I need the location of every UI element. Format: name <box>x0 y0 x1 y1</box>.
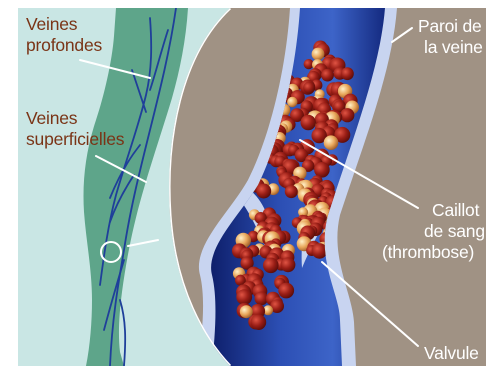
label-clot-line1: Caillot <box>382 200 485 221</box>
clot-cell <box>287 97 297 107</box>
clot-cell <box>303 82 315 94</box>
clot-cell <box>314 162 330 178</box>
label-superficial-veins-line2: superficielles <box>26 129 124 150</box>
inset-view <box>160 8 486 366</box>
clot-cell <box>256 184 271 199</box>
label-vein-wall-line2: la veine <box>418 37 483 58</box>
label-superficial-veins-line1: Veines <box>26 108 124 129</box>
label-vein-wall-line1: Paroi de <box>418 16 483 37</box>
clot-cell <box>236 289 252 305</box>
clot-cell <box>340 108 354 122</box>
label-deep-veins-line2: profondes <box>26 35 102 56</box>
label-deep-veins-line1: Veines <box>26 14 102 35</box>
label-vein-wall: Paroi de la veine <box>418 16 483 58</box>
clot-cell <box>281 257 296 272</box>
label-clot-line2: de sang <box>382 221 485 242</box>
label-superficial-veins: Veines superficielles <box>26 108 124 150</box>
clot-cell <box>285 185 298 198</box>
label-deep-veins: Veines profondes <box>26 14 102 56</box>
clot-cell <box>341 67 354 80</box>
clot-cell <box>324 135 339 150</box>
clot-cell <box>263 258 279 274</box>
clot-cell <box>251 314 267 330</box>
clot-cell <box>312 48 325 61</box>
label-clot-line3: (thrombose) <box>382 242 485 263</box>
label-clot: Caillot de sang (thrombose) <box>382 200 485 263</box>
label-valve: Valvule <box>424 343 479 364</box>
clot-cell <box>301 115 316 130</box>
clot-cell <box>321 69 334 82</box>
clot-cell <box>278 283 294 299</box>
